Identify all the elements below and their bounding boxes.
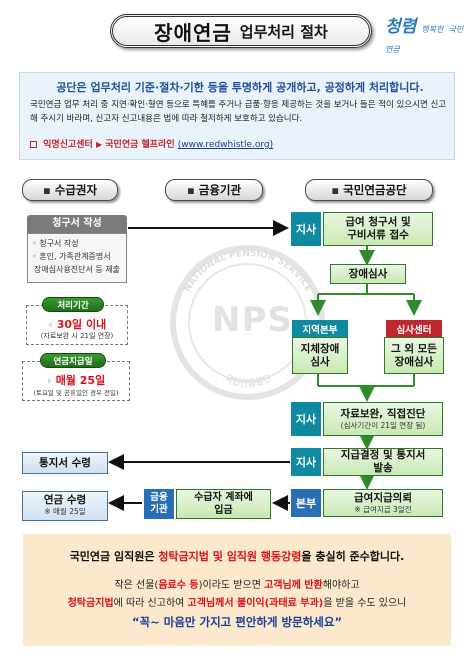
pension-receive: 연금 수령 ※ 매월 25일: [22, 491, 108, 521]
ethics-line-1: 국민연금 임직원은 청탁금지법 및 임직원 행동강령을 충실히 준수합니다.: [69, 550, 405, 563]
column-nps-label: 국민연금공단: [343, 183, 407, 197]
bullet-icon: ▪: [186, 183, 195, 197]
ethics-line-4: “꼭~ 마음만 가지고 편안하게 방문하세요”: [131, 615, 343, 629]
bullet-icon: ◦: [47, 321, 57, 331]
step3-a1: 지체장애: [300, 342, 340, 355]
bank-deposit-2: 입금: [214, 505, 233, 516]
bullet-icon: ▪: [331, 183, 340, 197]
anonymous-report-link[interactable]: 익명신고센터: [43, 140, 93, 150]
logo-main: 청렴: [385, 17, 417, 37]
step6-tag: 본부: [291, 489, 321, 517]
intro-text: 국민연금 업무 처리 중 지연·확인·혈연 등으로 특혜를 주거나 금품·향응 …: [30, 100, 447, 124]
column-recipient: ▪수급권자: [22, 179, 118, 201]
notice-receive: 통지서 수령: [22, 452, 108, 474]
step2-box: 장애심사: [330, 264, 406, 284]
page-title: 장애연금 업무처리 절차: [110, 14, 372, 48]
title-main: 장애연금: [154, 20, 232, 45]
notice-label: 통지서 수령: [39, 457, 91, 469]
step5-tag: 지사: [291, 448, 321, 476]
logo-sub-1: 행복한: [421, 25, 444, 34]
period-note: (자료보완 시 21일 연장): [40, 332, 114, 340]
step3-box-b: 그 외 모든 장애심사: [384, 337, 444, 374]
period-value: ◦ 30일 이내: [47, 318, 107, 331]
step1-box: 급여 청구서 및 구비서류 접수: [323, 212, 433, 246]
payday-value: ◦ 매월 25일: [46, 374, 106, 387]
ethics-line-2: 작은 선물(음료수 등)이라도 받으면 고객님께 반환해야하고: [114, 580, 360, 591]
payday-note: (토요일 및 공휴일인 경우 전일): [33, 389, 119, 397]
step1-line1: 급여 청구서 및: [345, 216, 411, 228]
ethics-notice: 국민연금 임직원은 청탁금지법 및 임직원 행동강령을 충실히 준수합니다. 작…: [23, 534, 451, 646]
helpline-link[interactable]: 국민연금 헬프라인: [105, 140, 175, 150]
step1-tag: 지사: [291, 212, 321, 246]
step5-line2: 발송: [373, 462, 393, 474]
step3-a2: 심사: [310, 355, 330, 368]
column-recipient-label: 수급권자: [54, 183, 98, 197]
report-links: 익명신고센터 ▶ 국민연금 헬프라인 (www.redwhistle.org): [30, 137, 450, 150]
step6-box: 급여지급의뢰 ※ 급여지급 3일전: [323, 489, 443, 517]
bank-tag: 금융 기관: [144, 489, 174, 519]
intro-box: 공단은 업무처리 기준·절차·기한 등을 투명하게 공개하고, 공정하게 처리합…: [19, 72, 455, 160]
step4-tag: 지사: [291, 402, 321, 436]
bank-deposit-1: 수급자 계좌에: [194, 492, 253, 503]
step3-box-a: 지체장애 심사: [292, 337, 348, 374]
step6-note: ※ 급여지급 3일전: [354, 504, 412, 514]
step3-b1: 그 외 모든: [391, 342, 437, 355]
watermark-text: NPS: [212, 300, 293, 340]
step3-tag-a: 지역본부: [292, 320, 348, 337]
integrity-logo: 청렴 행복한 국민연금: [385, 12, 467, 54]
step3-b2: 장애심사: [394, 355, 434, 368]
pension-label: 연금 수령: [43, 494, 87, 506]
pension-note: ※ 매월 25일: [44, 507, 86, 516]
step6-main: 급여지급의뢰: [354, 491, 412, 504]
column-bank: ▪금융기관: [165, 179, 263, 201]
bank-tag-1: 금융: [150, 492, 168, 503]
step4-note: (심사기간이 21일 연장 됨): [340, 420, 426, 430]
triangle-right-icon: ▶: [95, 140, 103, 149]
column-bank-label: 금융기관: [198, 183, 242, 197]
claim-item: ◦ 혼인, 가족관계증명서: [32, 252, 111, 261]
intro-headline: 공단은 업무처리 기준·절차·기한 등을 투명하게 공개하고, 공정하게 처리합…: [56, 81, 424, 94]
claim-item: ◦ 청구서 작성: [32, 239, 79, 248]
bank-tag-2: 기관: [150, 504, 168, 515]
step5-box: 지급결정 및 통지서 발송: [323, 448, 443, 476]
step1-line2: 구비서류 접수: [347, 229, 409, 241]
step4-box: 자료보완, 직접진단 (심사기간이 21일 연장 됨): [323, 402, 443, 436]
bank-deposit: 수급자 계좌에 입금: [176, 489, 271, 519]
logo-sub-2: 국민연금: [385, 25, 464, 54]
ethics-line-3: 청탁금지법에 따라 신고하여 고객님께서 불이익(과태료 부과)을 받을 수도 …: [67, 598, 407, 609]
step5-line1: 지급결정 및 통지서: [340, 449, 426, 461]
payday-label: 연금지급일: [40, 353, 106, 368]
step4-main: 자료보완, 직접진단: [340, 407, 426, 420]
checkbox-icon: [30, 141, 37, 148]
claim-title: 청구서 작성: [27, 215, 127, 233]
column-nps: ▪국민연금공단: [305, 179, 433, 201]
claim-doc-list: ◦ 청구서 작성 ◦ 혼인, 가족관계증명서 장애심사용진단서 등 제출: [27, 233, 127, 283]
step3-tag-b: 심사센터: [386, 320, 442, 337]
bullet-icon: ▪: [42, 183, 51, 197]
helpline-url[interactable]: (www.redwhistle.org): [177, 140, 274, 150]
period-label: 처리기간: [42, 297, 104, 312]
bullet-icon: ◦: [46, 377, 56, 387]
claim-item: 장애심사용진단서 등 제출: [34, 265, 121, 274]
title-sub: 업무처리 절차: [239, 22, 328, 41]
